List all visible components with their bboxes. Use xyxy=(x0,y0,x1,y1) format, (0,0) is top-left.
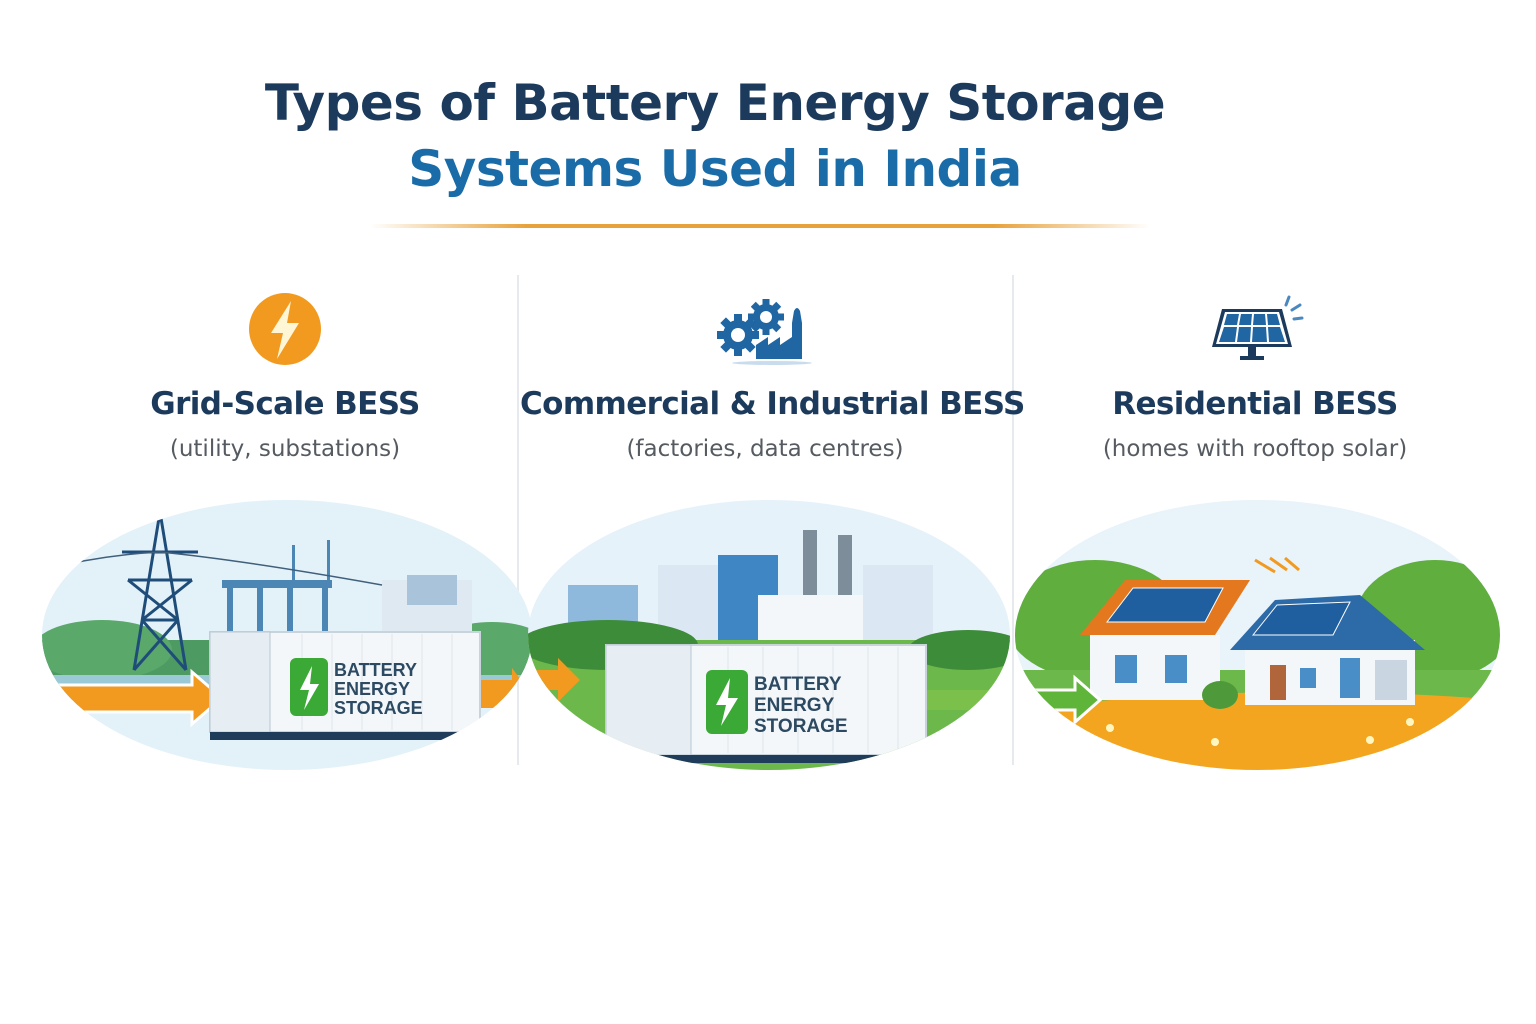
residential-illustration xyxy=(1015,500,1500,770)
column-divider xyxy=(517,275,519,765)
category-residential: Residential BESS (homes with rooftop sol… xyxy=(1015,290,1495,462)
svg-text:STORAGE: STORAGE xyxy=(334,698,423,718)
svg-text:ENERGY: ENERGY xyxy=(754,695,835,716)
svg-text:STORAGE: STORAGE xyxy=(754,716,848,737)
category-title: Commercial & Industrial BESS xyxy=(520,386,1025,422)
category-subtitle: (utility, substations) xyxy=(169,436,401,462)
category-title: Residential BESS xyxy=(1112,386,1398,422)
title-line-2: Systems Used in India xyxy=(408,140,1022,198)
svg-text:ENERGY: ENERGY xyxy=(334,679,410,699)
category-commercial-industrial: Commercial & Industrial BESS (factories,… xyxy=(520,290,1025,462)
svg-text:BATTERY: BATTERY xyxy=(754,674,842,695)
gears-factory-icon xyxy=(520,290,1010,368)
title-line-1: Types of Battery Energy Storage xyxy=(264,74,1166,132)
page-title: Types of Battery Energy Storage Systems … xyxy=(0,70,1430,202)
category-title: Grid-Scale BESS xyxy=(150,386,420,422)
category-grid-scale: Grid-Scale BESS (utility, substations) xyxy=(80,290,490,462)
column-divider xyxy=(1012,275,1014,765)
commercial-industrial-illustration: BATTERY ENERGY STORAGE xyxy=(528,500,1010,770)
grid-scale-illustration: BATTERY ENERGY STORAGE xyxy=(42,500,532,770)
category-subtitle: (homes with rooftop solar) xyxy=(1102,436,1408,462)
title-underline xyxy=(370,224,1150,228)
solar-panel-icon xyxy=(1015,290,1495,368)
category-subtitle: (factories, data centres) xyxy=(626,436,904,462)
svg-text:BATTERY: BATTERY xyxy=(334,660,417,680)
lightning-bolt-icon xyxy=(80,290,490,368)
